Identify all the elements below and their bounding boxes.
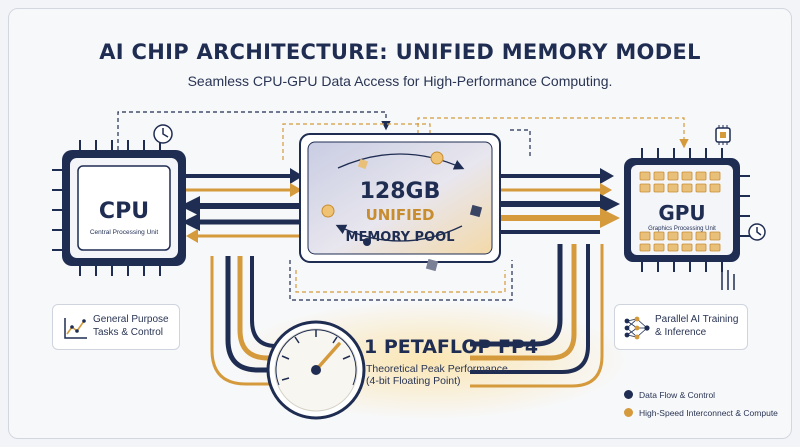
- cpu-chip: [52, 140, 186, 276]
- page-subtitle: Seamless CPU-GPU Data Access for High-Pe…: [187, 73, 613, 89]
- performance-subtext: Theoretical Peak Performance (4-bit Floa…: [366, 363, 508, 387]
- gpu-chip: [624, 148, 750, 272]
- bar-marks-icon: [721, 270, 735, 290]
- memory-line2: MEMORY POOL: [346, 230, 455, 245]
- legend-label: Data Flow & Control: [639, 390, 716, 400]
- cpu-info-line1: General Purpose: [93, 314, 169, 325]
- memory-gpu-bus: [500, 168, 620, 234]
- control-loop-lines: [117, 111, 689, 301]
- cpu-sublabel: Central Processing Unit: [90, 229, 158, 236]
- performance-title: 1 PETAFLOP FP4: [364, 336, 539, 358]
- memory-size: 128GB: [360, 179, 441, 204]
- memory-pool: [299, 133, 501, 272]
- memory-line1: UNIFIED: [366, 206, 435, 224]
- gpu-sublabel: Graphics Processing Unit: [648, 226, 716, 232]
- clock-icon: [153, 124, 173, 144]
- cpu-info-line2: Tasks & Control: [93, 327, 164, 338]
- legend-label: High-Speed Interconnect & Compute: [639, 408, 778, 418]
- gpu-info-box: Parallel AI Training & Inference: [614, 304, 748, 350]
- neural-network-icon: [624, 316, 650, 340]
- clock-icon-gpu: [748, 223, 766, 241]
- legend-dot-navy: [624, 390, 633, 399]
- chip-icon: [715, 125, 731, 145]
- gpu-label: GPU: [658, 201, 705, 225]
- cpu-memory-bus: [180, 168, 303, 243]
- legend-item-data-flow: Data Flow & Control: [624, 390, 715, 400]
- performance-feed-lines: [210, 244, 604, 388]
- cpu-label: CPU: [99, 199, 149, 224]
- gpu-info-line2: & Inference: [655, 327, 707, 338]
- page-title: AI CHIP ARCHITECTURE: UNIFIED MEMORY MOD…: [99, 40, 701, 64]
- line-chart-icon: [64, 318, 87, 339]
- speedometer-icon: [266, 320, 366, 420]
- legend-item-interconnect: High-Speed Interconnect & Compute: [624, 408, 778, 418]
- gpu-info-line1: Parallel AI Training: [655, 314, 739, 325]
- performance-line1: Theoretical Peak Performance: [366, 363, 508, 375]
- legend-dot-gold: [624, 408, 633, 417]
- cpu-info-box: General Purpose Tasks & Control: [52, 304, 180, 350]
- performance-line2: (4-bit Floating Point): [366, 375, 461, 387]
